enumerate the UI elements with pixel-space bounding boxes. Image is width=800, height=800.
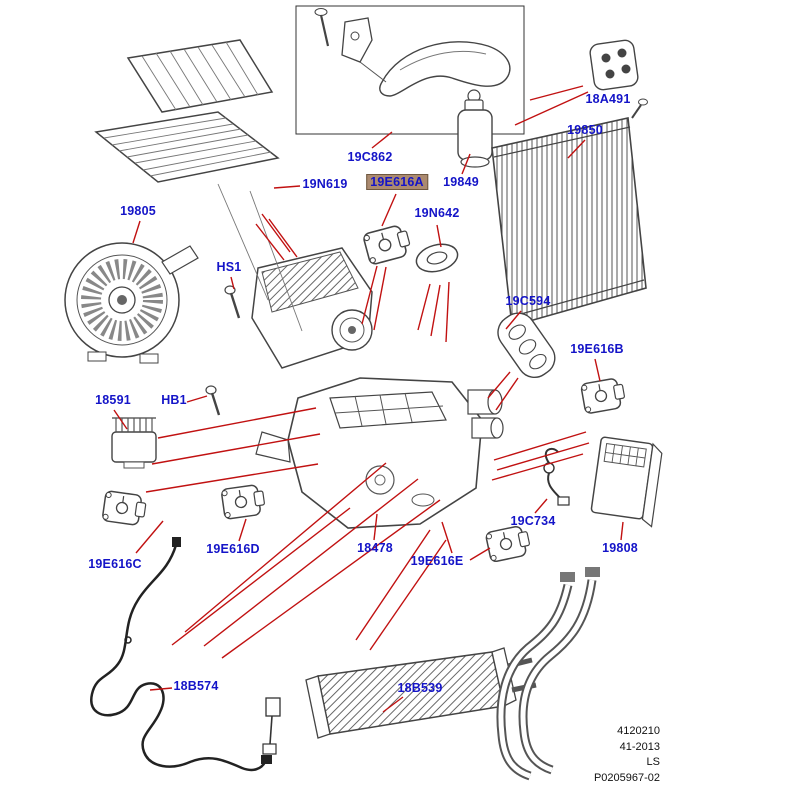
part-label-19e616c[interactable]: 19E616C	[88, 557, 142, 571]
sensor-19c734-drawing	[543, 447, 570, 506]
part-label-19n642[interactable]: 19N642	[414, 206, 460, 220]
resistor-18591-drawing	[111, 417, 157, 469]
doc-model-code: LS	[646, 756, 660, 768]
cabin-filter-upper-drawing	[126, 39, 274, 113]
actuator-19e616d-drawing	[220, 483, 267, 521]
evaporator-drawing	[491, 98, 648, 328]
part-label-hb1[interactable]: HB1	[161, 393, 187, 407]
part-label-19c734[interactable]: 19C734	[510, 514, 556, 528]
actuator-19e616c-drawing	[101, 489, 148, 527]
part-label-19849[interactable]: 19849	[443, 175, 479, 189]
blower-motor-drawing	[64, 242, 199, 364]
main-housing-drawing	[255, 377, 504, 529]
reference-lines	[217, 183, 303, 332]
part-label-19808[interactable]: 19808	[602, 541, 638, 555]
leader-lines	[113, 85, 624, 713]
doc-plate-code: P0205967-02	[593, 771, 660, 784]
part-label-19805[interactable]: 19805	[120, 204, 156, 218]
part-label-19n619[interactable]: 19N619	[302, 177, 348, 191]
part-label-18a491[interactable]: 18A491	[585, 92, 631, 106]
part-label-18591[interactable]: 18591	[95, 393, 131, 407]
intake-housing-drawing	[251, 247, 373, 369]
fitting-19849-drawing	[457, 89, 493, 168]
part-label-19850[interactable]: 19850	[567, 123, 603, 137]
part-label-18478[interactable]: 18478	[357, 541, 393, 555]
grommet-plate-drawing	[589, 39, 639, 91]
part-label-19c862[interactable]: 19C862	[347, 150, 393, 164]
part-label-19e616a-highlighted[interactable]: 19E616A	[366, 174, 428, 190]
heater-pipes-drawing	[496, 567, 600, 781]
doc-number: 4120210	[617, 725, 660, 737]
actuator-19e616a-drawing	[361, 222, 414, 266]
seal-ring-drawing	[415, 243, 459, 273]
inset-box-19c862-drawing	[295, 5, 525, 135]
doc-date: 41-2013	[619, 740, 660, 753]
bracket-19c594-drawing	[497, 312, 556, 379]
actuator-19e616e-drawing	[484, 523, 533, 564]
bolt-hb1-drawing	[205, 385, 221, 416]
actuator-19e616b-drawing	[579, 376, 628, 415]
cabin-filter-lower-drawing	[94, 111, 280, 183]
part-label-19c594[interactable]: 19C594	[505, 294, 551, 308]
document-info: 4120210 41-2013 LS P0205967-02	[540, 724, 660, 786]
wiring-harness-drawing	[90, 537, 281, 772]
part-label-19e616e[interactable]: 19E616E	[410, 554, 464, 568]
screw-hs1-drawing	[224, 285, 241, 319]
part-label-hs1[interactable]: HS1	[216, 260, 242, 274]
part-label-19e616d[interactable]: 19E616D	[206, 542, 260, 556]
part-label-18b574[interactable]: 18B574	[173, 679, 219, 693]
part-label-18b539[interactable]: 18B539	[397, 681, 443, 695]
module-19808-drawing	[590, 436, 663, 528]
part-label-19e616b[interactable]: 19E616B	[570, 342, 624, 356]
